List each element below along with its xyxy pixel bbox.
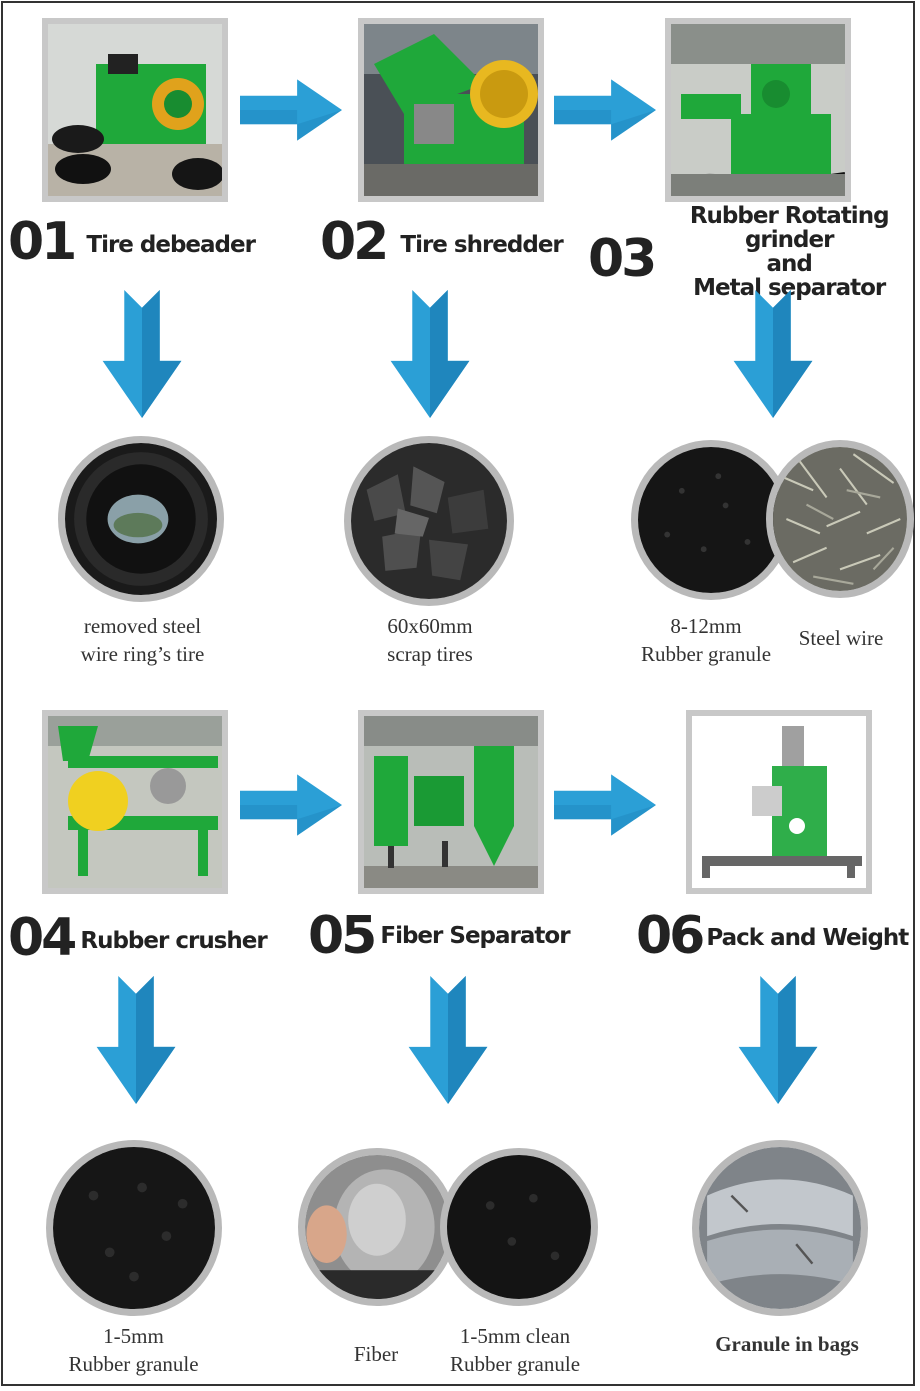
- fiber-separator-photo: [358, 710, 544, 894]
- step-number: 04: [8, 908, 77, 968]
- step-title: Tire debeader: [86, 232, 256, 258]
- arrow-down-icon: [96, 976, 176, 1104]
- step-title: Fiber Separator: [380, 923, 570, 949]
- scrap-tire-chips-image: [344, 436, 514, 606]
- step-title: Rubber Rotating grinder and Metal separa…: [689, 203, 890, 301]
- step-number: 03: [588, 229, 657, 289]
- step-number: 06: [636, 906, 705, 966]
- step-title: Pack and Weight: [706, 925, 909, 951]
- arrow-right-icon: [554, 765, 656, 845]
- step-04-label: 04 Rubber crusher: [8, 908, 268, 968]
- output-caption: 1-5mm Rubber granule: [68, 1324, 199, 1376]
- arrow-right-icon: [240, 765, 342, 845]
- output-caption: 60x60mm scrap tires: [387, 614, 473, 666]
- rubber-crusher-photo: [42, 710, 228, 894]
- granule-bags-image: [692, 1140, 868, 1316]
- step-01-label: 01 Tire debeader: [8, 212, 256, 272]
- pack-and-weight-photo: [686, 710, 872, 894]
- arrow-down-icon: [738, 976, 818, 1104]
- step-06-label: 06 Pack and Weight: [636, 906, 909, 966]
- output-caption: 8-12mm Rubber granule: [640, 614, 772, 666]
- output-caption: Fiber: [353, 1342, 399, 1366]
- rotating-grinder-photo: [665, 18, 851, 202]
- arrow-right-icon: [240, 70, 342, 150]
- arrow-down-icon: [390, 290, 470, 418]
- clean-rubber-granule-image: [440, 1148, 598, 1306]
- output-caption: 1-5mm clean Rubber granule: [449, 1324, 581, 1376]
- tire-debeader-photo: [42, 18, 228, 202]
- arrow-down-icon: [733, 290, 813, 418]
- step-number: 05: [308, 906, 377, 966]
- arrow-down-icon: [102, 290, 182, 418]
- step-number: 01: [8, 212, 77, 272]
- rubber-granule-image: [631, 440, 791, 600]
- output-caption: removed steel wire ring’s tire: [80, 614, 205, 666]
- step-number: 02: [320, 212, 389, 272]
- arrow-right-icon: [554, 70, 656, 150]
- step-title: Rubber crusher: [80, 928, 267, 954]
- output-caption: Steel wire: [798, 626, 884, 650]
- debeaded-tire-image: [58, 436, 224, 602]
- rubber-granule-image: [46, 1140, 222, 1316]
- step-03-label: 03 Rubber Rotating grinder and Metal sep…: [588, 204, 920, 300]
- output-caption: Granule in bags: [715, 1332, 859, 1356]
- steel-wire-image: [766, 440, 914, 598]
- step-05-label: 05 Fiber Separator: [308, 906, 571, 966]
- arrow-down-icon: [408, 976, 488, 1104]
- fiber-image: [298, 1148, 456, 1306]
- tire-shredder-photo: [358, 18, 544, 202]
- step-title: Tire shredder: [400, 232, 563, 258]
- step-02-label: 02 Tire shredder: [320, 212, 564, 272]
